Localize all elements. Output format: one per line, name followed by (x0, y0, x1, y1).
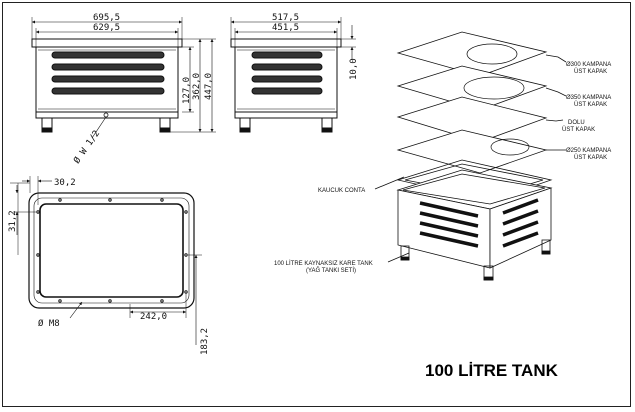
label-tank-sub: (YAĞ TANKI SETİ) (306, 267, 356, 274)
label-lid-350: Ø350 KAMPANA (566, 95, 611, 101)
dim-top-span-x: 242,0 (140, 312, 167, 322)
dim-top-hole: Ø M8 (38, 318, 60, 329)
label-lid-250-sub: ÜST KAPAK (574, 154, 607, 161)
dim-front-total: 447,0 (204, 73, 214, 100)
front-view (31, 17, 216, 139)
dim-drain: Ø W 1/2 (71, 128, 102, 165)
label-lid-300: Ø300 KAMPANA (566, 62, 611, 68)
dim-top-offset-y: 31,2 (8, 210, 18, 232)
dim-side-lid: 10,0 (349, 58, 359, 80)
label-tank: 100 LİTRE KAYNAKSIZ KARE TANK (274, 260, 373, 267)
side-view (230, 17, 356, 133)
sheet-frame (2, 2, 631, 407)
label-lid-solid: DOLU (568, 120, 585, 126)
dim-side-inner: 451,5 (272, 23, 299, 33)
top-view (10, 176, 202, 345)
label-lid-solid-sub: ÜST KAPAK (562, 126, 595, 133)
dim-front-body: 362,0 (192, 73, 202, 100)
dim-front-outer: 695,5 (93, 13, 120, 23)
dim-front-inner: 629,5 (93, 23, 120, 33)
label-lid-250: Ø250 KAMPANA (566, 148, 611, 154)
label-lid-300-sub: ÜST KAPAK (574, 68, 607, 75)
dim-top-offset-x: 30,2 (54, 178, 76, 188)
label-lid-350-sub: ÜST KAPAK (574, 101, 607, 108)
label-gasket: KAUCUK CONTA (318, 188, 365, 194)
dim-front-leg: 127,0 (182, 77, 192, 104)
drawing-title: 100 LİTRE TANK (425, 361, 559, 380)
dim-side-outer: 517,5 (272, 13, 299, 23)
dim-top-span-y: 183,2 (200, 328, 210, 355)
exploded-view (374, 31, 567, 281)
